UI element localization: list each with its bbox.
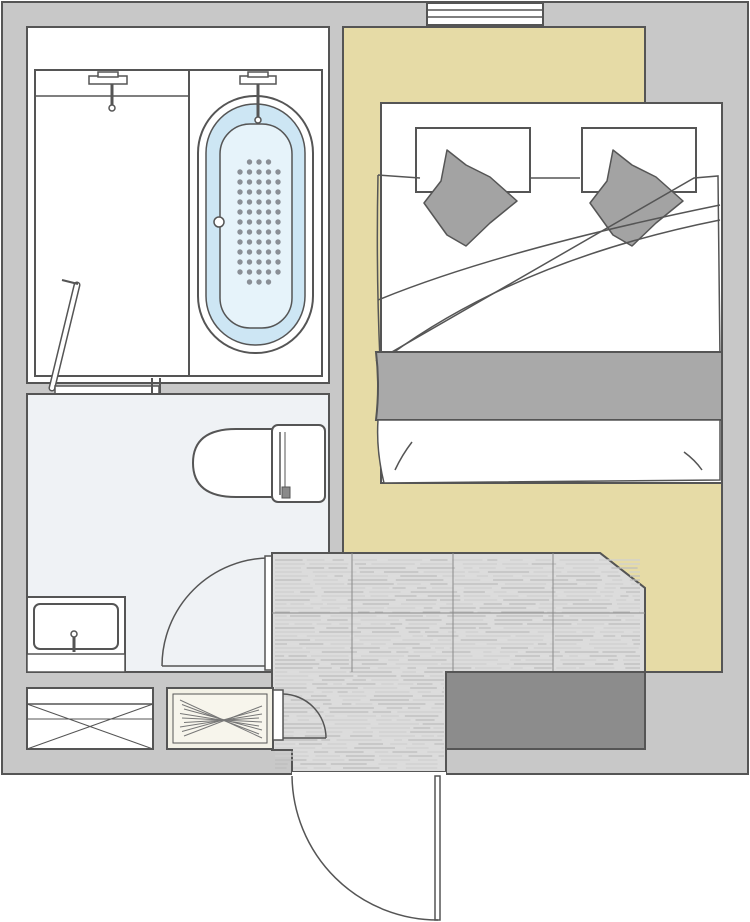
closet-icon <box>26 687 154 750</box>
tub-mat-dot <box>246 169 253 175</box>
tub-mat-dot <box>256 229 262 235</box>
tub-mat-dot <box>256 249 262 255</box>
tub-mat-dot <box>256 269 262 275</box>
tub-mat-dot <box>265 169 272 175</box>
entrance-door-swing <box>291 772 446 921</box>
toilet-icon <box>191 424 326 503</box>
bathroom-door-swing <box>161 555 274 671</box>
tub-mat-dot <box>256 279 262 285</box>
window-icon <box>426 2 544 26</box>
tub-mat-dot <box>256 189 262 195</box>
tub-mat-dot <box>256 219 262 225</box>
tub-mat-dot <box>256 209 262 215</box>
entry-floor <box>271 552 646 773</box>
shower-faucet-icon <box>88 71 128 112</box>
floor-texture <box>275 559 640 769</box>
tub-mat-dot <box>246 239 253 245</box>
tub-mat-dot <box>275 229 281 235</box>
tub-mat-dot <box>246 159 253 165</box>
tub-mat-dot <box>275 249 281 255</box>
tub-mat-dot <box>265 179 272 185</box>
shoe-rack-slat <box>183 708 263 731</box>
tub-mat-dot <box>237 209 243 215</box>
tub-mat-dot <box>265 189 272 195</box>
tub-mat-dot <box>237 259 243 265</box>
tub-mat-dot <box>275 179 281 185</box>
closet-door-swing <box>272 689 327 741</box>
tub-mat-dot <box>246 179 253 185</box>
tub-mat-dot <box>275 189 281 195</box>
tub-mat-dot <box>275 269 281 275</box>
tub-mat-dot <box>265 199 272 205</box>
tub-mat-dot <box>237 219 243 225</box>
tub-mat-dot <box>237 169 243 175</box>
tub-mat-dot <box>246 249 253 255</box>
tub-mat-dot <box>256 239 262 245</box>
tub-mat-dot <box>256 169 262 175</box>
tub-mat-dot <box>237 189 243 195</box>
tub-mat-dot <box>237 249 243 255</box>
tub-mat-dot <box>237 239 243 245</box>
tub-mat-dot <box>256 179 262 185</box>
tub-mat-dot <box>275 169 281 175</box>
tub-mat-dot <box>246 199 253 205</box>
tub-drain-icon <box>213 216 225 228</box>
tub-mat-dot <box>275 209 281 215</box>
bathtub-icon <box>197 71 314 354</box>
tub-mat-dot <box>265 279 272 285</box>
tub-mat-dot <box>246 209 253 215</box>
tub-mat-dot <box>265 219 272 225</box>
tub-mat-dot <box>256 159 262 165</box>
tub-mat-dot <box>246 279 253 285</box>
tub-mat-dot <box>275 219 281 225</box>
tub-mat-dot <box>256 259 262 265</box>
tub-mat-dot <box>265 269 272 275</box>
desk-counter <box>445 671 646 750</box>
bed-runner <box>374 351 723 421</box>
tub-mat-dot <box>265 229 272 235</box>
tub-mat-dot <box>265 209 272 215</box>
tub-mat-dot <box>275 239 281 245</box>
tub-mat-dot <box>256 199 262 205</box>
shoe-rack-slat <box>181 709 260 732</box>
tub-mat-dot <box>265 159 272 165</box>
tub-mat-dot <box>246 229 253 235</box>
tub-mat-dot <box>265 239 272 245</box>
tub-mat-dot <box>246 259 253 265</box>
tub-mat-dot <box>237 269 243 275</box>
tub-mat-dot <box>265 249 272 255</box>
shoe-rack-slat <box>183 705 263 737</box>
pillow-right <box>581 127 697 247</box>
tub-mat-dot <box>246 269 253 275</box>
pillow-left <box>415 127 531 247</box>
tub-mat-dots <box>237 159 281 285</box>
tub-mat-dot <box>237 179 243 185</box>
tub-faucet-icon <box>239 71 277 124</box>
tub-mat-dot <box>237 199 243 205</box>
tub-mat-dot <box>275 259 281 265</box>
tub-mat-dot <box>246 189 253 195</box>
tub-mat-dot <box>265 259 272 265</box>
tub-mat-dot <box>275 199 281 205</box>
double-bed-icon <box>374 102 723 484</box>
sink-icon <box>26 596 126 673</box>
shoe-rack-icon <box>166 687 274 750</box>
tub-mat-dot <box>246 219 253 225</box>
tub-mat-dot <box>237 229 243 235</box>
